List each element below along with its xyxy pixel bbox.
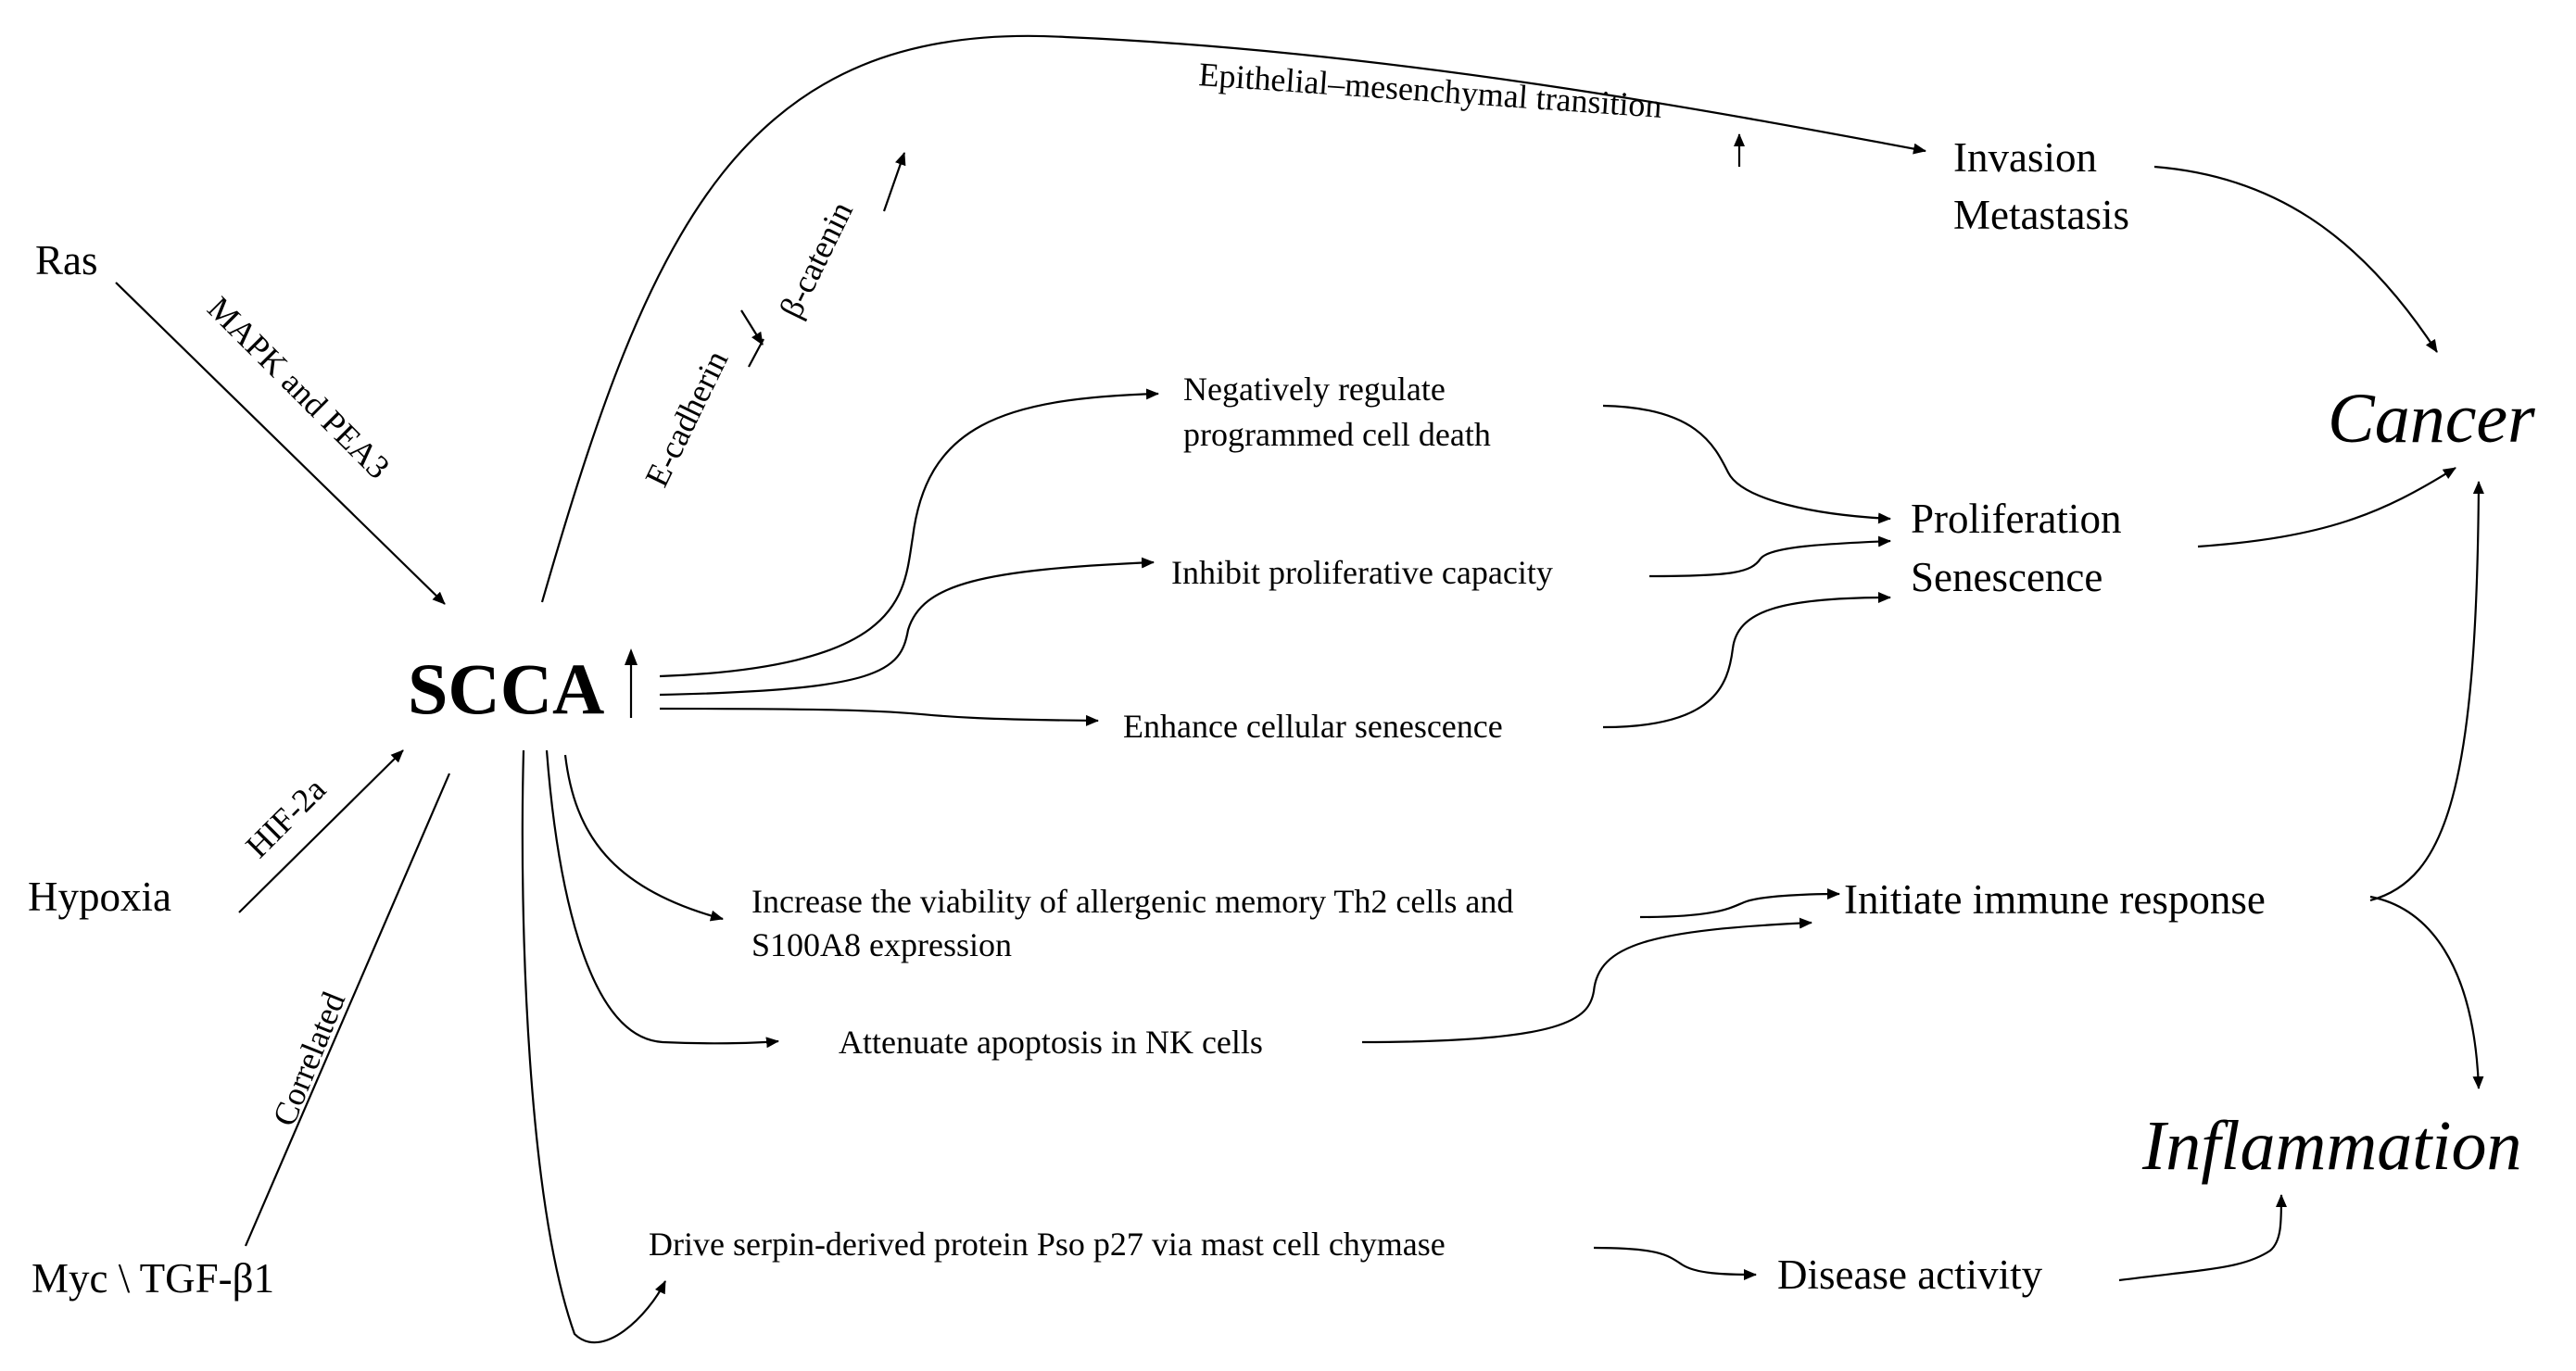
effect-th2-viability: Increase the viability of allergenic mem… [751, 883, 1513, 920]
node-inflammation: Inflammation [2141, 1107, 2522, 1185]
edge-scca-invasion [540, 34, 1926, 603]
edge-scca-th2 [563, 754, 724, 922]
label-emt: Epithelial–mesenchymal transition [1197, 56, 1662, 125]
scca-up-arrow-icon [625, 648, 638, 718]
edge-scca-nk [545, 749, 779, 1049]
edge-ras-scca [115, 282, 446, 605]
label-beta-catenin: β-catenin [772, 195, 860, 323]
edge-invasion-cancer [2153, 165, 2438, 353]
edge-immune-cancer [2369, 481, 2484, 902]
node-myc-tgf: Myc \ TGF-β1 [32, 1255, 274, 1302]
node-invasion: Invasion [1953, 134, 2097, 181]
edge-scca-enhance [659, 707, 1099, 726]
edge-inhibit-proliferation [1648, 535, 1891, 578]
effect-programmed-death: programmed cell death [1183, 416, 1491, 453]
edge-negreg-proliferation [1602, 404, 1891, 524]
beta-catenin-up-arrow-icon [882, 152, 906, 212]
node-proliferation: Proliferation [1911, 496, 2121, 542]
effect-inhibit-proliferation: Inhibit proliferative capacity [1171, 554, 1553, 591]
edge-scca-inhibit [659, 557, 1155, 697]
node-immune-response: Initiate immune response [1844, 876, 2266, 923]
edge-enhance-senescence [1602, 592, 1891, 729]
effect-s100a8: S100A8 expression [751, 926, 1012, 963]
node-senescence: Senescence [1911, 554, 2102, 600]
edge-pso-disease [1593, 1246, 1757, 1280]
label-hif-2a: HIF-2a [238, 771, 333, 865]
e-cadherin-down-arrow-icon [740, 309, 764, 346]
node-hypoxia: Hypoxia [28, 874, 171, 920]
node-cancer: Cancer [2328, 380, 2535, 458]
edge-disease-inflammation [2118, 1194, 2287, 1282]
node-metastasis: Metastasis [1953, 192, 2129, 238]
label-correlated: Correlated [265, 987, 352, 1131]
node-disease-activity: Disease activity [1777, 1252, 2043, 1298]
node-scca: SCCA [408, 648, 604, 729]
effect-neg-regulate: Negatively regulate [1183, 371, 1446, 408]
edge-immune-inflammation [2369, 895, 2484, 1089]
effect-nk-apoptosis: Attenuate apoptosis in NK cells [839, 1024, 1263, 1061]
e-cadherin-separator [748, 338, 764, 368]
effect-enhance-senescence: Enhance cellular senescence [1123, 708, 1503, 745]
edge-hypoxia-scca [238, 749, 404, 913]
edge-scca-negreg [659, 388, 1159, 678]
edge-th2-immune [1639, 888, 1840, 919]
edge-proliferation-cancer [2197, 467, 2456, 548]
label-mapk-pea3: MAPK and PEA3 [200, 289, 397, 485]
node-ras: Ras [35, 237, 98, 283]
edge-myc-scca [244, 773, 451, 1247]
label-e-cadherin: E-cadherin [638, 345, 735, 492]
edge-nk-immune [1361, 917, 1812, 1044]
edge-scca-pso [521, 749, 666, 1344]
effect-pso-p27: Drive serpin-derived protein Pso p27 via… [649, 1226, 1446, 1263]
